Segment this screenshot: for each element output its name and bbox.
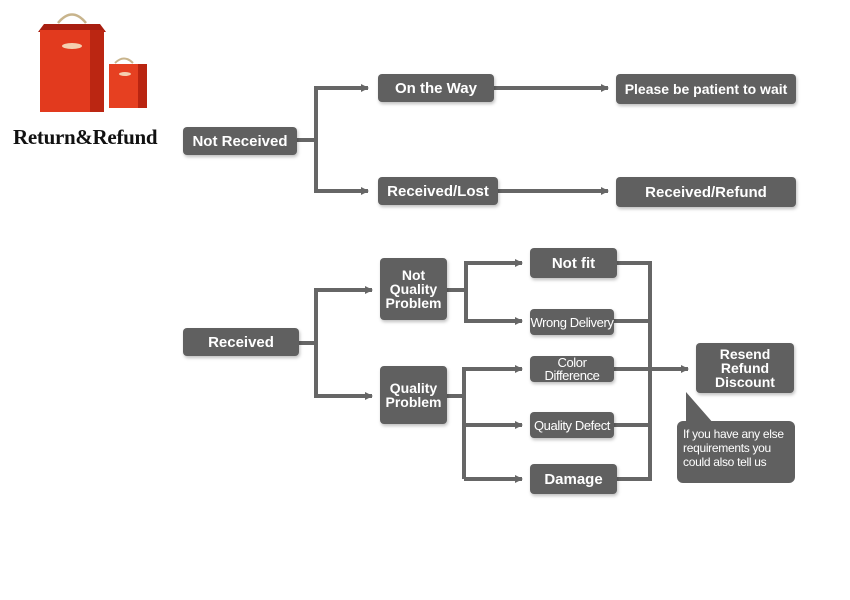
note-pointer <box>686 392 714 424</box>
node-on-the-way: On the Way <box>378 74 494 102</box>
shopping-bags-icon <box>38 13 147 112</box>
node-resend-refund-discount: Resend Refund Discount <box>696 343 794 393</box>
node-quality-defect: Quality Defect <box>530 412 614 438</box>
node-received: Received <box>183 328 299 356</box>
node-not-fit: Not fit <box>530 248 617 278</box>
node-not-quality-problem: Not Quality Problem <box>380 258 447 320</box>
page-title: Return&Refund <box>13 125 158 149</box>
node-please-wait: Please be patient to wait <box>616 74 796 104</box>
node-quality-problem: Quality Problem <box>380 366 447 424</box>
node-color-difference: Color Difference <box>530 356 614 382</box>
node-received-lost: Received/Lost <box>378 177 498 205</box>
note-bubble: If you have any else requirements you co… <box>677 421 795 483</box>
connector-lines <box>297 84 689 483</box>
node-received-refund: Received/Refund <box>616 177 796 207</box>
node-wrong-delivery: Wrong Delivery <box>530 309 614 335</box>
node-not-received: Not Received <box>183 127 297 155</box>
node-damage: Damage <box>530 464 617 494</box>
